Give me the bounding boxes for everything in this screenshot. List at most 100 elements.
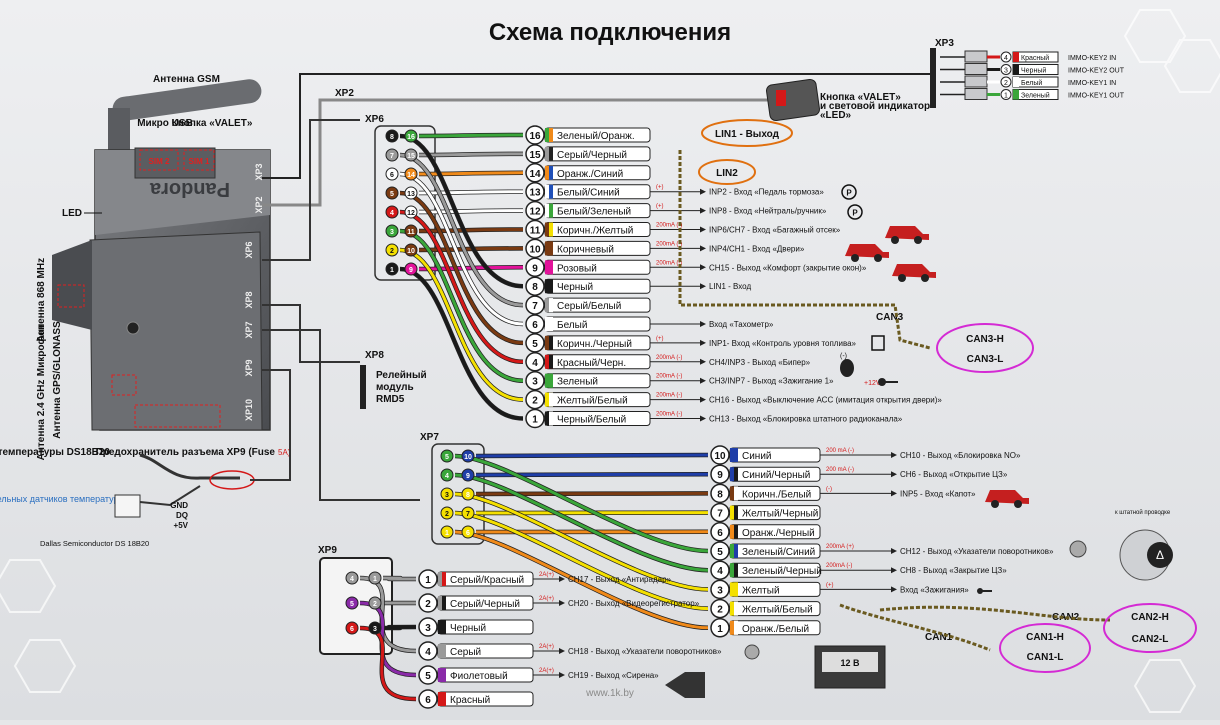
fuse-value: 5A) (278, 448, 291, 457)
xp6-description: Вход «Тахометр» (709, 320, 774, 329)
xp6-wire (419, 173, 523, 174)
gsm-antenna-label: Антенна GSM (153, 74, 220, 85)
xp6-description: INP6/CH7 - Вход «Багажный отсек» (709, 226, 841, 235)
xp6-description: CH4/INP3 - Выход «Бипер» (709, 358, 811, 367)
xp3-pin (965, 64, 987, 75)
xp6-row-num: 5 (532, 339, 538, 350)
xp9-label: XP9 (318, 545, 337, 556)
xp6-color-name: Коричн./Черный (557, 339, 632, 350)
fuse-label: Предохранитель разъема XP9 (Fuse (96, 447, 276, 458)
xp7-color-stripe (734, 467, 738, 481)
xp6-color-name: Розовый (557, 263, 597, 274)
xp7-pin-num: 6 (466, 530, 470, 537)
xp6-pin-num: 4 (390, 210, 394, 217)
xp6-row-num: 14 (529, 169, 541, 180)
xp7-description: CH8 - Выход «Закрытие ЦЗ» (900, 566, 1007, 575)
xp7-row-num: 1 (717, 624, 723, 635)
xp7-color-stripe (734, 602, 738, 616)
xp9-description: CH20 - Выход «Видеорегистратор» (568, 599, 700, 608)
can1-h: CAN1-H (1026, 632, 1064, 643)
xp6-row-num: 1 (532, 415, 538, 426)
xp9-pin-num: 5 (350, 601, 354, 608)
brake-pedal-icon-glyph: P (846, 189, 852, 198)
xp6-color-stripe (549, 223, 553, 237)
xp7-current-note: 200 mA (-) (826, 467, 854, 473)
xp7-row-num: 10 (714, 451, 726, 462)
xp3-pin (965, 51, 987, 62)
xp7-description: INP5 - Вход «Капот» (900, 489, 976, 498)
xp7-color-stripe (734, 544, 738, 558)
xp9-description: CH17 - Выход «Антирадар» (568, 575, 672, 584)
xp9-row-num: 4 (425, 647, 431, 658)
xp6-pin-num: 15 (407, 153, 415, 160)
xp6-pin-num: 3 (390, 229, 394, 236)
xp6-current-note: 200mA (-) (656, 374, 682, 380)
microphone-label: Микрофон (35, 324, 47, 376)
port-label-xp10: XP10 (244, 399, 254, 421)
xp6-pin-num: 7 (390, 153, 394, 160)
xp3-color-swatch (1013, 90, 1019, 100)
xp9-pin-num: 6 (350, 626, 354, 633)
xp9-color-stripe (442, 596, 446, 610)
can3-label: CAN3 (876, 312, 904, 323)
xp9-pin-num: 3 (373, 626, 377, 633)
xp9-description: CH18 - Выход «Указатели поворотников» (568, 647, 722, 656)
xp9-current-note: 2A(+) (539, 668, 554, 674)
xp9-color-name: Красный (450, 695, 490, 706)
xp6-description: INP2 - Вход «Педаль тормоза» (709, 188, 824, 197)
xp3-color-swatch (1013, 77, 1019, 87)
xp6-color-name: Серый/Черный (557, 150, 627, 161)
xp6-row-num: 7 (532, 301, 538, 312)
xp3-num: 4 (1004, 55, 1008, 62)
xp3-signal: IMMO-KEY1 OUT (1068, 93, 1125, 100)
battery-label: 12 В (840, 658, 860, 668)
xp6-description: CH16 - Выход «Выключение АСС (имитация о… (709, 396, 942, 405)
xp3-signal: IMMO-KEY1 IN (1068, 80, 1116, 87)
gnd-label: GND (170, 501, 188, 510)
xp6-color-name: Белый (557, 320, 587, 331)
xp7-description: CH12 - Выход «Указатели поворотников» (900, 547, 1054, 556)
xp2-label: XP2 (335, 88, 354, 99)
unit-lower-face (90, 232, 262, 430)
hood-note: к штатной проводке (1115, 509, 1171, 516)
xp6-description: CH15 - Выход «Комфорт (закрытие окон)» (709, 263, 867, 272)
xp7-color-stripe (734, 506, 738, 520)
xp6-color-stripe (549, 128, 553, 142)
xp6-current-note: 200mA (-) (656, 241, 682, 247)
xp7-color-stripe (734, 563, 738, 577)
xp6-pin-num: 12 (407, 210, 415, 217)
xp7-current-note: 200mA (-) (826, 563, 852, 569)
can3-l: CAN3-L (967, 354, 1004, 365)
valet-button-device (766, 79, 821, 122)
xp9-color-stripe (442, 668, 446, 682)
xp3-num: 1 (1004, 93, 1008, 100)
xp7-description: Вход «Зажигания» (900, 585, 969, 594)
xp6-color-stripe (549, 393, 553, 407)
xp6-wire (419, 192, 523, 193)
xp7-row-num: 6 (717, 528, 723, 539)
port-label-xp7: XP7 (244, 321, 254, 338)
xp6-color-name: Красный/Черн. (557, 358, 626, 369)
xp9-current-note: 2A(+) (539, 644, 554, 650)
xp6-color-stripe (549, 279, 553, 293)
xp6-color-name: Коричневый (557, 244, 614, 255)
xp8-label: XP8 (365, 350, 384, 361)
xp7-color-name: Желтый/Белый (742, 605, 813, 616)
xp7-color-name: Синий/Черный (742, 470, 810, 481)
xp6-pin-num: 8 (390, 134, 394, 141)
xp6-pin-num: 10 (407, 248, 415, 255)
xp7-current-note: 200mA (+) (826, 544, 854, 550)
can3-h: CAN3-H (966, 334, 1004, 345)
xp6-pin-num: 11 (407, 229, 415, 236)
xp7-color-name: Синий (742, 451, 772, 462)
xp6-color-name: Зеленый (557, 377, 598, 388)
xp7-row-num: 5 (717, 547, 723, 558)
xp6-description: CH13 - Выход «Блокировка штатного радиок… (709, 415, 903, 424)
xp6-current-note: 200mA (-) (656, 260, 682, 266)
xp6-pin-num: 14 (407, 172, 415, 179)
xp7-color-name: Оранж./Белый (742, 624, 809, 635)
xp6-color-name: Желтый/Белый (557, 396, 628, 407)
xp9-color-stripe (442, 692, 446, 706)
xp7-row-num: 4 (717, 566, 723, 577)
xp7-pin-num: 5 (445, 454, 449, 461)
